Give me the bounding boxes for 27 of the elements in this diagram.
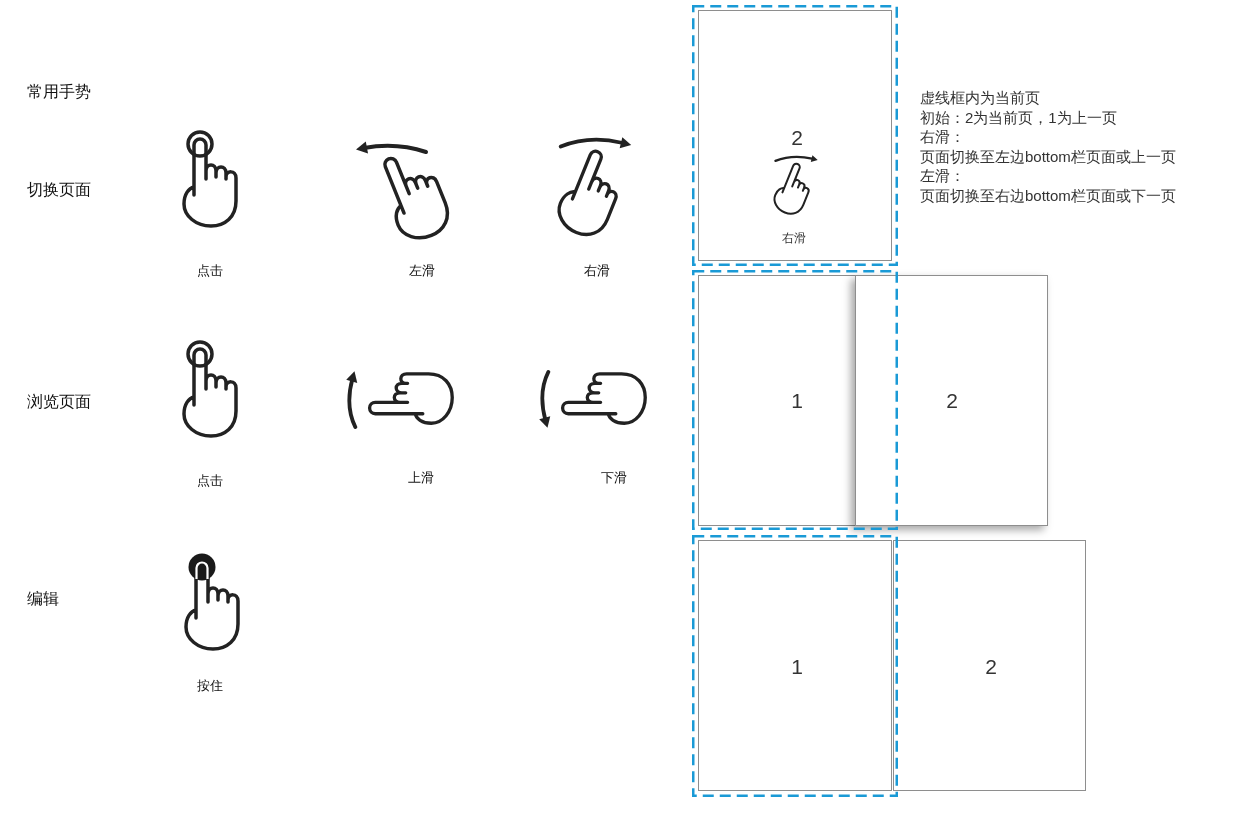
page-card (893, 540, 1086, 791)
gesture-caption: 点击 (197, 263, 223, 279)
page-number: 2 (985, 654, 997, 680)
row-label: 切换页面 (27, 180, 91, 200)
gesture-caption: 上滑 (408, 470, 434, 486)
gesture-caption: 按住 (197, 678, 223, 694)
page-number: 1 (791, 388, 803, 414)
dashed-frame (692, 270, 898, 530)
gesture-caption: 右滑 (584, 263, 610, 279)
row-label: 浏览页面 (27, 392, 91, 412)
page-card (698, 275, 855, 526)
page-number: 2 (791, 125, 803, 151)
note-text: 页面切换至左边bottom栏页面或上一页 (920, 148, 1176, 166)
note-text: 虚线框内为当前页 (920, 89, 1040, 107)
note-text: 右滑： (920, 128, 965, 146)
note-text: 初始：2为当前页，1为上一页 (920, 109, 1117, 127)
page-number: 1 (791, 654, 803, 680)
page-card (855, 275, 1048, 526)
gesture-caption: 右滑 (782, 230, 806, 246)
gesture-caption: 左滑 (409, 263, 435, 279)
note-text: 页面切换至右边bottom栏页面或下一页 (920, 187, 1176, 205)
gesture-caption: 下滑 (601, 470, 627, 486)
note-text: 左滑： (920, 167, 965, 185)
gesture-caption: 点击 (197, 473, 223, 489)
row-label: 编辑 (27, 589, 59, 609)
page-number: 2 (946, 388, 958, 414)
heading: 常用手势 (27, 82, 91, 102)
